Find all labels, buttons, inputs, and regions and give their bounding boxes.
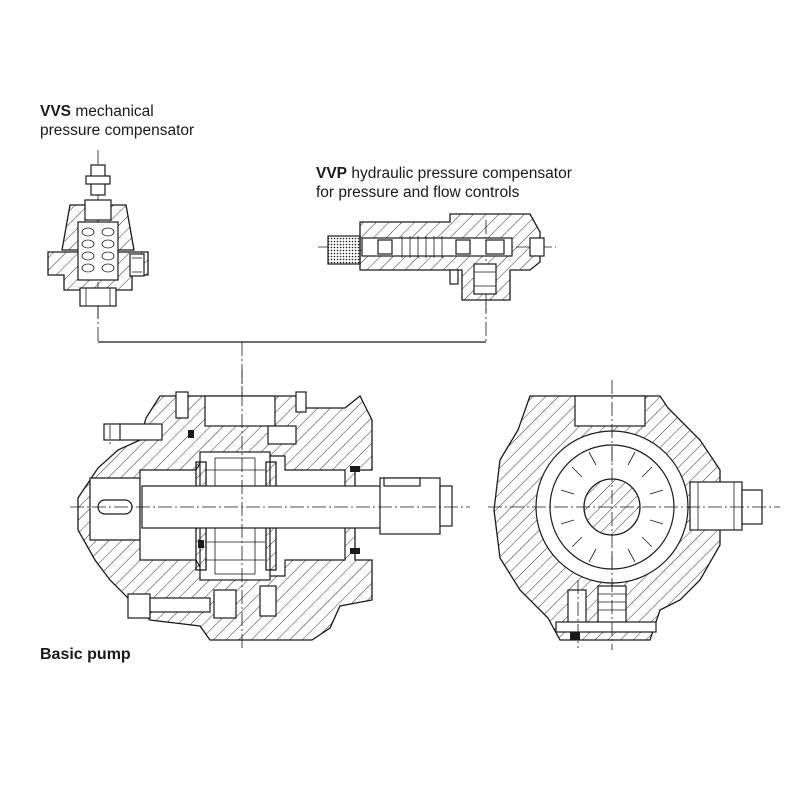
vvs-label: VVS mechanical pressure compensator: [40, 102, 194, 140]
vvs-code: VVS: [40, 103, 72, 120]
pump-longitudinal-section: [70, 370, 470, 650]
connector-lines: [97, 300, 487, 395]
vvp-label: VVP hydraulic pressure compensator for p…: [316, 164, 572, 202]
vvp-code: VVP: [316, 165, 348, 182]
vvp-compensator-drawing: [318, 213, 556, 312]
vvp-title-line2: for pressure and flow controls: [316, 184, 520, 201]
basic-pump-label: Basic pump: [40, 646, 131, 663]
vvp-title-line1: hydraulic pressure compensator: [347, 165, 572, 182]
vvs-title-line1: mechanical: [71, 103, 154, 120]
vvs-title-line2: pressure compensator: [40, 122, 195, 139]
pump-transverse-section: [488, 380, 780, 650]
vvs-compensator-drawing: [47, 150, 149, 320]
